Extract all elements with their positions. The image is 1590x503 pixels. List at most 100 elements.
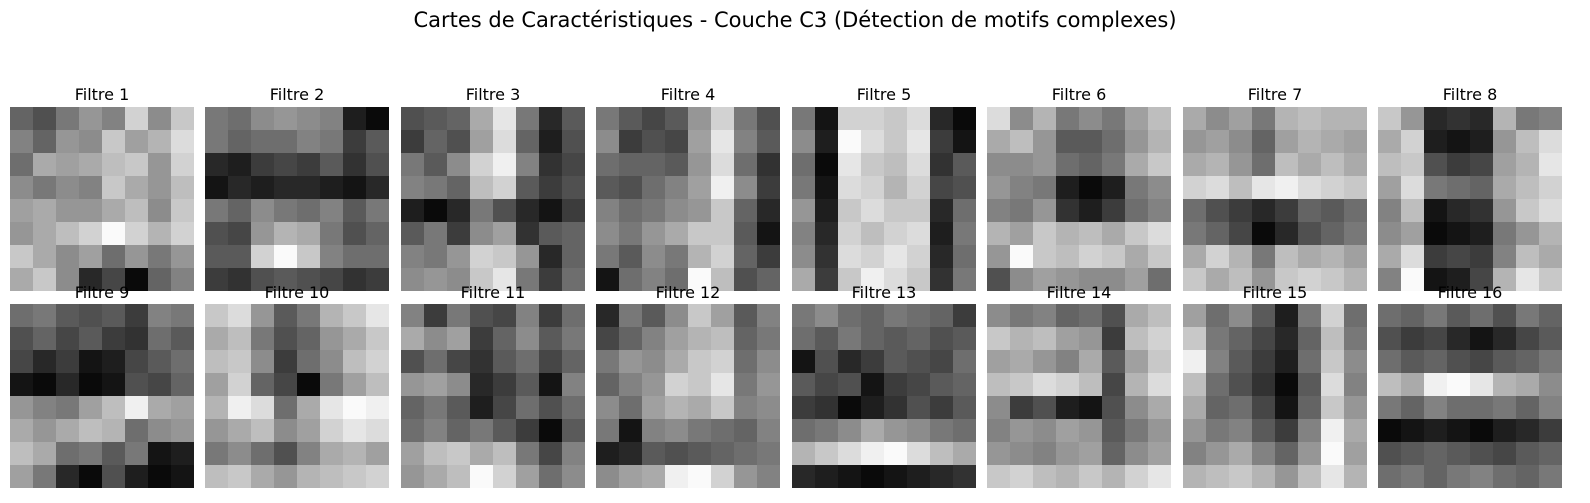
heatmap-cell [148, 327, 171, 350]
heatmap-cell [297, 130, 320, 153]
heatmap-cell [539, 130, 562, 153]
heatmap-cell [987, 153, 1010, 176]
heatmap-cell [102, 327, 125, 350]
heatmap-cell [688, 222, 711, 245]
heatmap-cell [1298, 373, 1321, 396]
heatmap-cell [343, 268, 366, 291]
heatmap-cell [1102, 396, 1125, 419]
heatmap-cell [1275, 465, 1298, 488]
heatmap-cell [861, 396, 884, 419]
heatmap-cell [1056, 465, 1079, 488]
heatmap-cell [102, 373, 125, 396]
heatmap-cell [562, 419, 585, 442]
heatmap-cell [596, 396, 619, 419]
heatmap-cell [1298, 153, 1321, 176]
heatmap-cell [861, 107, 884, 130]
heatmap-cell [148, 442, 171, 465]
heatmap-cell [79, 222, 102, 245]
heatmap-cell [447, 176, 470, 199]
heatmap-cell [734, 107, 757, 130]
heatmap-cell [10, 222, 33, 245]
heatmap-cell [274, 222, 297, 245]
heatmap-cell [1125, 153, 1148, 176]
heatmap-cell [424, 465, 447, 488]
heatmap-cell [228, 176, 251, 199]
heatmap-cell [102, 419, 125, 442]
heatmap-cell [102, 130, 125, 153]
heatmap-cell [815, 222, 838, 245]
heatmap-cell [596, 304, 619, 327]
heatmap-cell [1516, 465, 1539, 488]
heatmap-cell [1148, 176, 1171, 199]
heatmap-cell [148, 304, 171, 327]
heatmap-cell [516, 222, 539, 245]
heatmap-cell [642, 176, 665, 199]
heatmap-cell [1206, 373, 1229, 396]
heatmap-cell [1539, 465, 1562, 488]
heatmap-cell [1125, 222, 1148, 245]
heatmap-cell [1275, 419, 1298, 442]
heatmap-cell [907, 130, 930, 153]
heatmap-cell [930, 373, 953, 396]
heatmap-cell [1033, 199, 1056, 222]
heatmap-cell [987, 107, 1010, 130]
heatmap-cell [930, 268, 953, 291]
heatmap-cell [930, 130, 953, 153]
heatmap-cell [792, 419, 815, 442]
heatmap-cell [1321, 465, 1344, 488]
heatmap-cell [274, 465, 297, 488]
heatmap-cell [1424, 268, 1447, 291]
heatmap-cell [148, 107, 171, 130]
heatmap-cell [1470, 396, 1493, 419]
heatmap-cell [1252, 350, 1275, 373]
heatmap-cell [815, 199, 838, 222]
heatmap-cell [1493, 350, 1516, 373]
heatmap-cell [539, 107, 562, 130]
heatmap-cell [228, 442, 251, 465]
heatmap-cell [1229, 199, 1252, 222]
heatmap-cell [1275, 327, 1298, 350]
heatmap-cell [665, 245, 688, 268]
heatmap-cell [884, 107, 907, 130]
heatmap-cell [987, 268, 1010, 291]
heatmap-cell [320, 199, 343, 222]
heatmap-cell [424, 222, 447, 245]
heatmap-cell [1079, 245, 1102, 268]
heatmap-cell [596, 442, 619, 465]
heatmap-cell [1079, 373, 1102, 396]
heatmap-cell [792, 176, 815, 199]
heatmap-cell [10, 176, 33, 199]
heatmap-cell [1033, 107, 1056, 130]
heatmap-cell [79, 373, 102, 396]
heatmap-cell [10, 350, 33, 373]
heatmap-cell [1539, 327, 1562, 350]
heatmap-cell [861, 199, 884, 222]
heatmap-cell [930, 176, 953, 199]
heatmap-cell [1148, 199, 1171, 222]
heatmap-cell [171, 373, 194, 396]
heatmap-cell [228, 327, 251, 350]
heatmap-cell [953, 107, 976, 130]
heatmap-cell [987, 327, 1010, 350]
heatmap-cell [1470, 350, 1493, 373]
heatmap-cell [401, 442, 424, 465]
heatmap-cell [1125, 442, 1148, 465]
heatmap-cell [1229, 268, 1252, 291]
heatmap-cell [539, 350, 562, 373]
heatmap-cell [470, 176, 493, 199]
filter-title: Filtre 11 [460, 283, 526, 302]
feature-map-heatmap [401, 107, 585, 291]
heatmap-cell [33, 442, 56, 465]
heatmap-cell [665, 396, 688, 419]
heatmap-cell [343, 153, 366, 176]
heatmap-cell [320, 465, 343, 488]
heatmap-cell [861, 268, 884, 291]
feature-map-heatmap [792, 304, 976, 488]
heatmap-cell [1401, 465, 1424, 488]
heatmap-cell [792, 199, 815, 222]
heatmap-cell [907, 327, 930, 350]
heatmap-cell [343, 245, 366, 268]
heatmap-cell [1378, 327, 1401, 350]
heatmap-cell [1344, 222, 1367, 245]
heatmap-cell [297, 442, 320, 465]
